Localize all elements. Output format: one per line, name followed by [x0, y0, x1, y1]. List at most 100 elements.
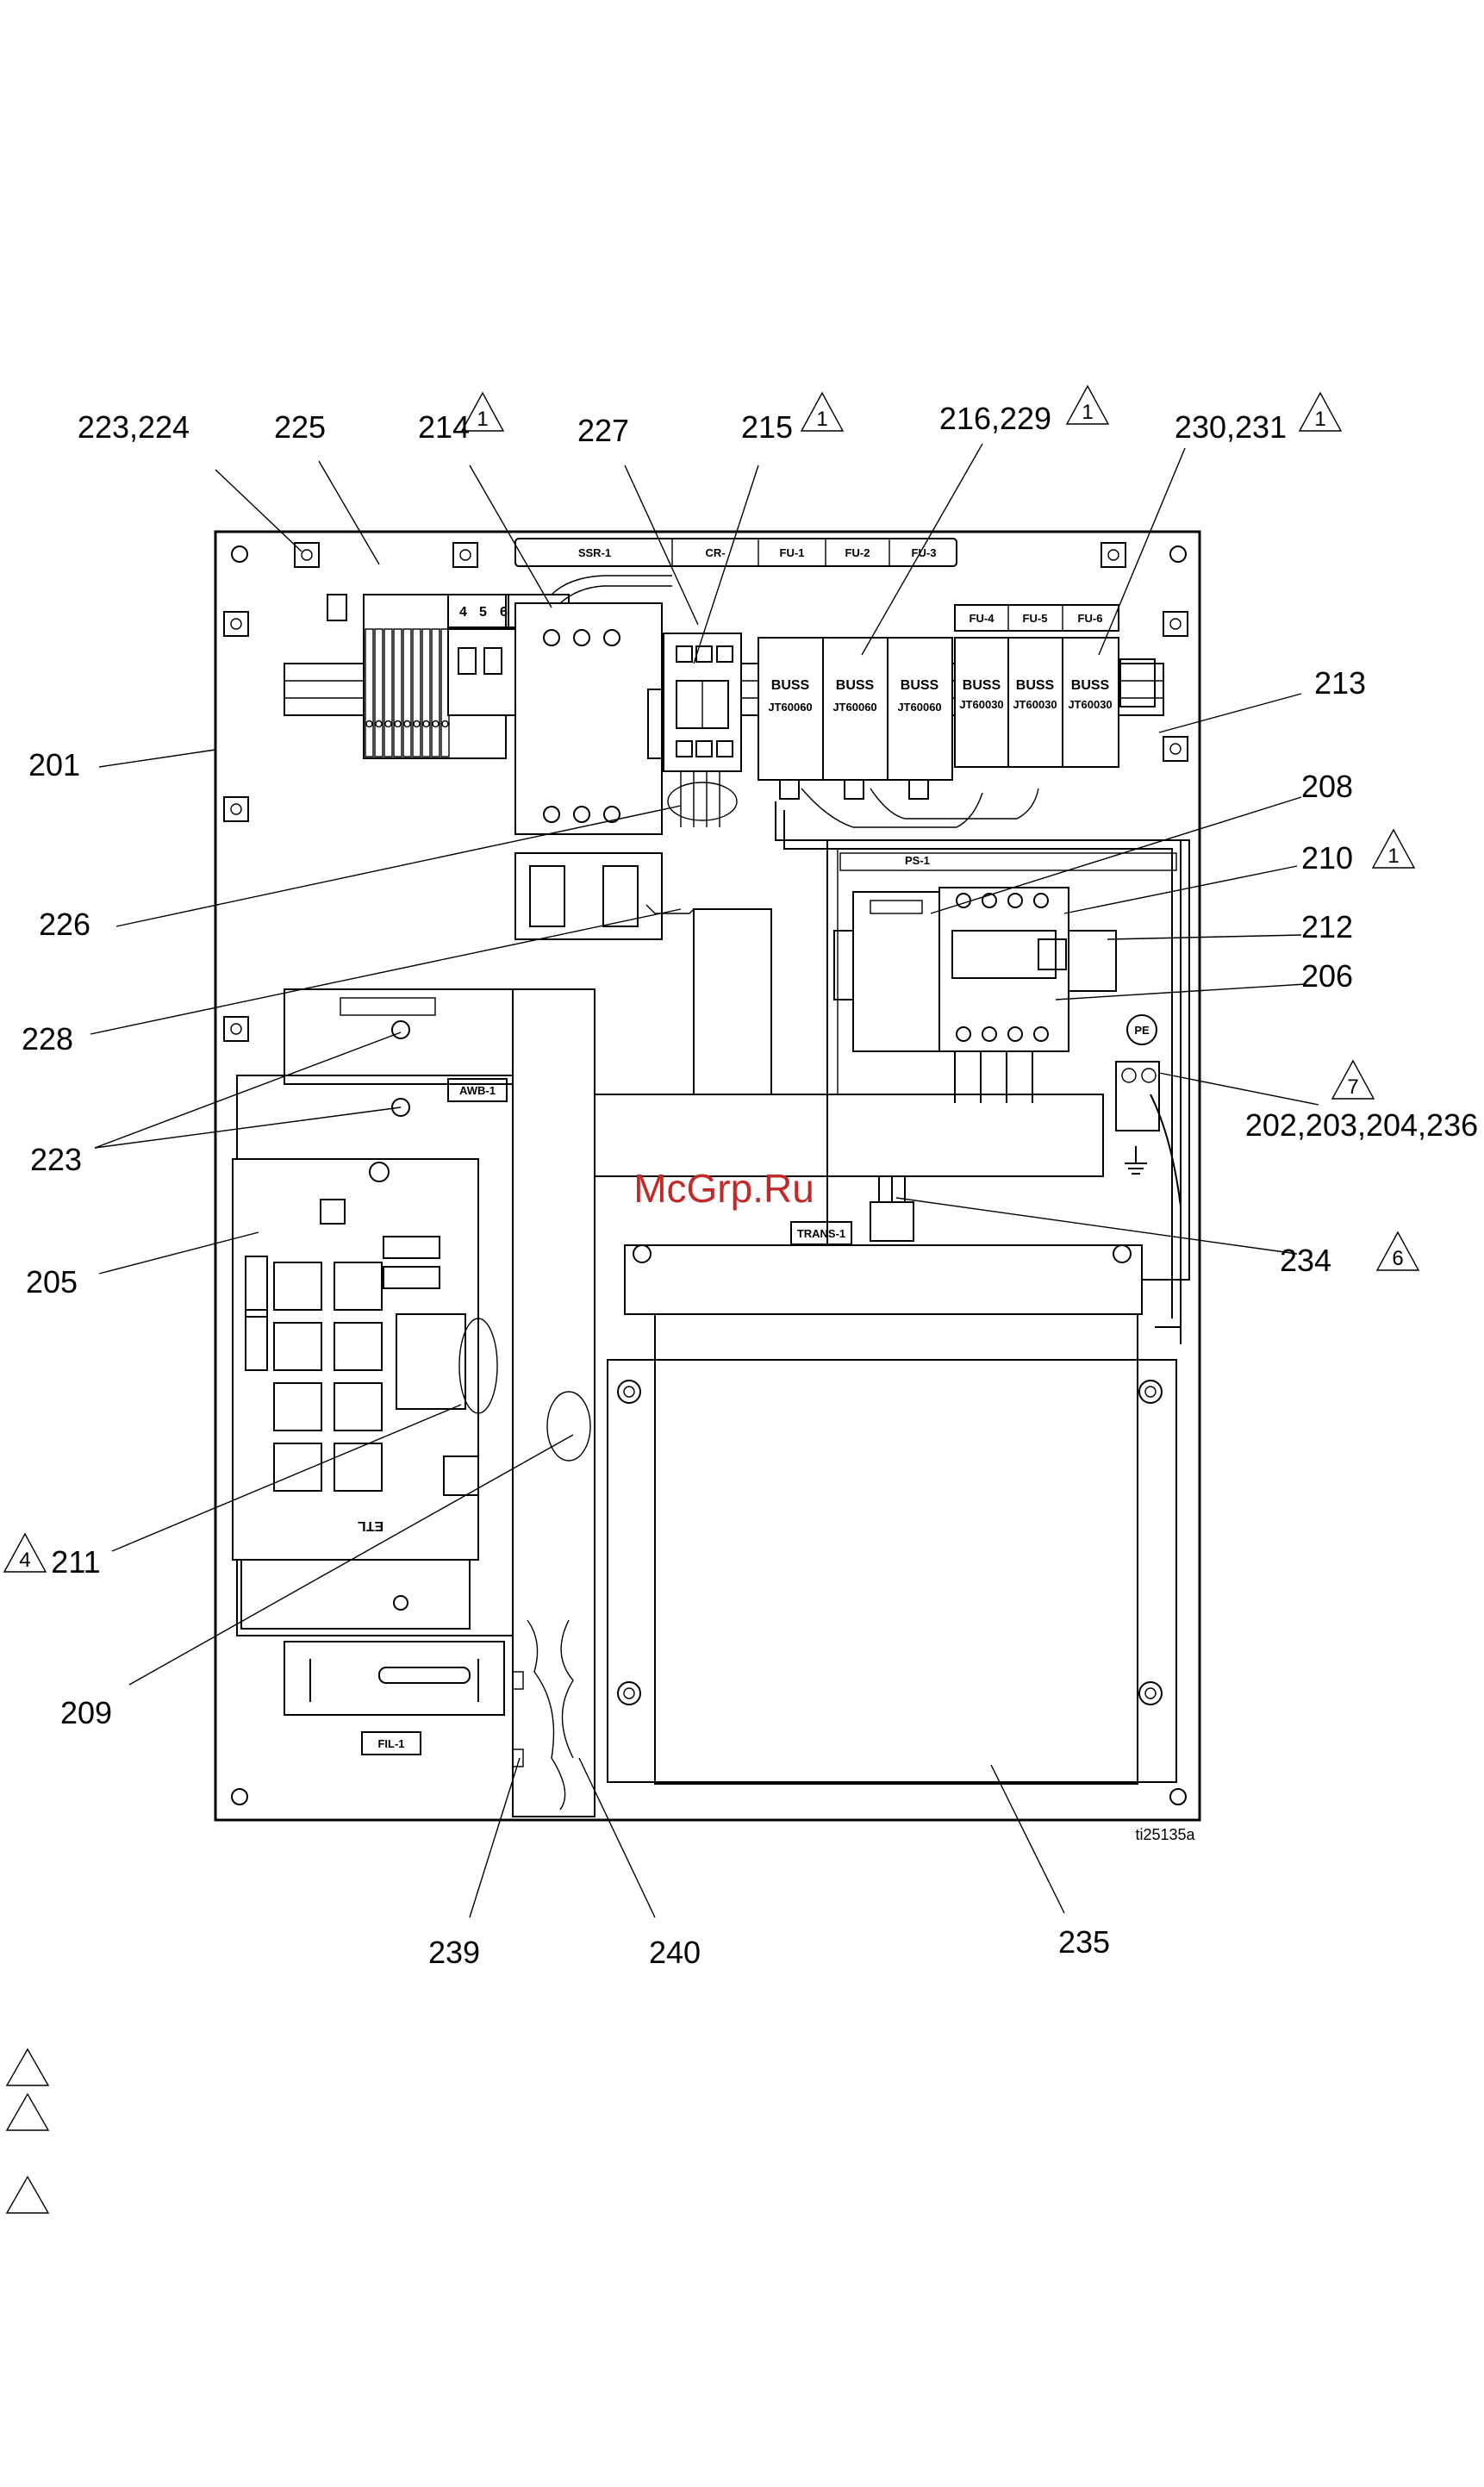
callout-226: 226: [39, 907, 90, 942]
terminal-strip: [402, 628, 412, 757]
buss-label-6: BUSS: [1071, 678, 1110, 693]
note-triangles: [5, 2048, 50, 2214]
terminal-strip: [431, 628, 440, 757]
terminal-block-assembly: 4 5 6: [327, 594, 570, 759]
buss-label-1: BUSS: [771, 678, 810, 693]
label-fu6: FU-6: [1078, 612, 1103, 625]
terminal-strip: [393, 628, 402, 757]
callout-209: 209: [60, 1695, 112, 1730]
warning-triangle-234: 6: [1375, 1231, 1420, 1271]
warning-triangle-230-231: 1: [1298, 391, 1343, 432]
warning-triangle-211: 4: [3, 1532, 47, 1573]
note-triangle-1: [5, 2048, 50, 2086]
callout-202: 202,203,204,236: [1245, 1107, 1478, 1143]
label-cr: CR-: [705, 546, 725, 559]
callout-215: 215: [741, 409, 793, 445]
warning-triangle-210: 1: [1371, 828, 1416, 869]
callout-230-231: 230,231: [1175, 409, 1287, 445]
label-fu2: FU-2: [845, 546, 870, 559]
terminal-strip: [374, 628, 383, 757]
callout-227: 227: [577, 413, 629, 448]
callout-206: 206: [1301, 958, 1353, 994]
callout-211: 211: [51, 1544, 100, 1580]
fuse-rating-6: JT60030: [1068, 698, 1112, 711]
wiring: [551, 575, 1182, 1328]
board-relay: [273, 1382, 322, 1431]
terminal-screw: [384, 720, 392, 728]
board-relay: [273, 1322, 322, 1371]
back-panel: [214, 530, 1201, 1822]
callout-235: 235: [1058, 1924, 1110, 1960]
warning-triangle-215: 1: [800, 391, 845, 432]
terminal-screw: [422, 720, 430, 728]
fuse-rating-1: JT60060: [768, 701, 812, 714]
warning-triangle-202: 7: [1331, 1059, 1375, 1100]
callout-239: 239: [428, 1935, 480, 1970]
callout-208: 208: [1301, 769, 1353, 804]
buss-label-2: BUSS: [836, 678, 875, 693]
buss-label-4: BUSS: [963, 678, 1001, 693]
top-label-strip: SSR-1 CR- FU-1 FU-2 FU-3: [514, 538, 957, 567]
board-relay: [334, 1262, 383, 1311]
terminal-screw: [403, 720, 411, 728]
warning-triangle-216-229: 1: [1065, 384, 1110, 425]
fuse-holders-jt60030: FU-4 FU-5 FU-6 BUSS BUSS BUSS JT60030 JT…: [954, 604, 1156, 768]
note-triangle-3: [5, 2175, 50, 2214]
mounting-screws: [223, 542, 1188, 1042]
warning-triangle-214: 1: [460, 391, 505, 432]
callout-205: 205: [26, 1264, 78, 1300]
terminal-strip: [421, 628, 431, 757]
note-triangle-2: [5, 2092, 50, 2131]
callout-201: 201: [28, 747, 80, 782]
terminal-number-6: 6: [500, 605, 508, 620]
warning-number: 4: [19, 1549, 30, 1572]
leader-lines: [90, 443, 1319, 1918]
terminal-strip: [383, 628, 393, 757]
callout-234: 234: [1280, 1243, 1331, 1278]
buss-label-3: BUSS: [901, 678, 939, 693]
fuse-rating-5: JT60030: [1013, 698, 1057, 711]
terminal-screw: [432, 720, 440, 728]
fuse-rating-2: JT60060: [832, 701, 876, 714]
terminal-screw: [413, 720, 421, 728]
callout-240: 240: [649, 1935, 701, 1970]
terminal-number-4: 4: [459, 605, 467, 620]
board-relay: [334, 1382, 383, 1431]
warning-number: 6: [1392, 1247, 1403, 1270]
board-relay: [273, 1262, 322, 1311]
label-ps: PS-1: [905, 854, 930, 867]
terminal-screw: [375, 720, 383, 728]
control-board: AWB-1 ETL: [232, 1075, 591, 1636]
callout-214: 214: [418, 409, 470, 445]
callout-212: 212: [1301, 909, 1353, 944]
label-trans: TRANS-1: [797, 1227, 845, 1240]
label-fu5: FU-5: [1023, 612, 1048, 625]
callout-210: 210: [1301, 840, 1353, 876]
warning-number: 7: [1347, 1075, 1358, 1099]
ground-terminals: [512, 1619, 574, 1811]
terminal-screw: [394, 720, 402, 728]
board-relay: [273, 1443, 322, 1492]
label-pe: PE: [1134, 1024, 1150, 1037]
terminal-screw: [365, 720, 373, 728]
ssr-relay: [514, 602, 663, 940]
warning-number: 1: [1314, 408, 1325, 431]
callout-216-229: 216,229: [939, 401, 1051, 436]
mounting-plate-223: [340, 997, 436, 1117]
board-relay: [334, 1322, 383, 1371]
callout-225: 225: [274, 409, 326, 445]
terminal-strip: [412, 628, 421, 757]
callout-213: 213: [1314, 665, 1366, 701]
label-awb: AWB-1: [459, 1084, 496, 1097]
callout-223: 223: [30, 1142, 82, 1177]
callout-223-224: 223,224: [78, 409, 190, 445]
transformer: TRANS-1: [607, 1176, 1177, 1785]
buss-label-5: BUSS: [1016, 678, 1055, 693]
terminal-screw: [441, 720, 449, 728]
fuse-holders-jt60060: BUSS BUSS BUSS JT60060 JT60060 JT60060: [758, 637, 953, 800]
terminal-strip: [365, 628, 374, 757]
figure-id: ti25135a: [1135, 1826, 1195, 1843]
